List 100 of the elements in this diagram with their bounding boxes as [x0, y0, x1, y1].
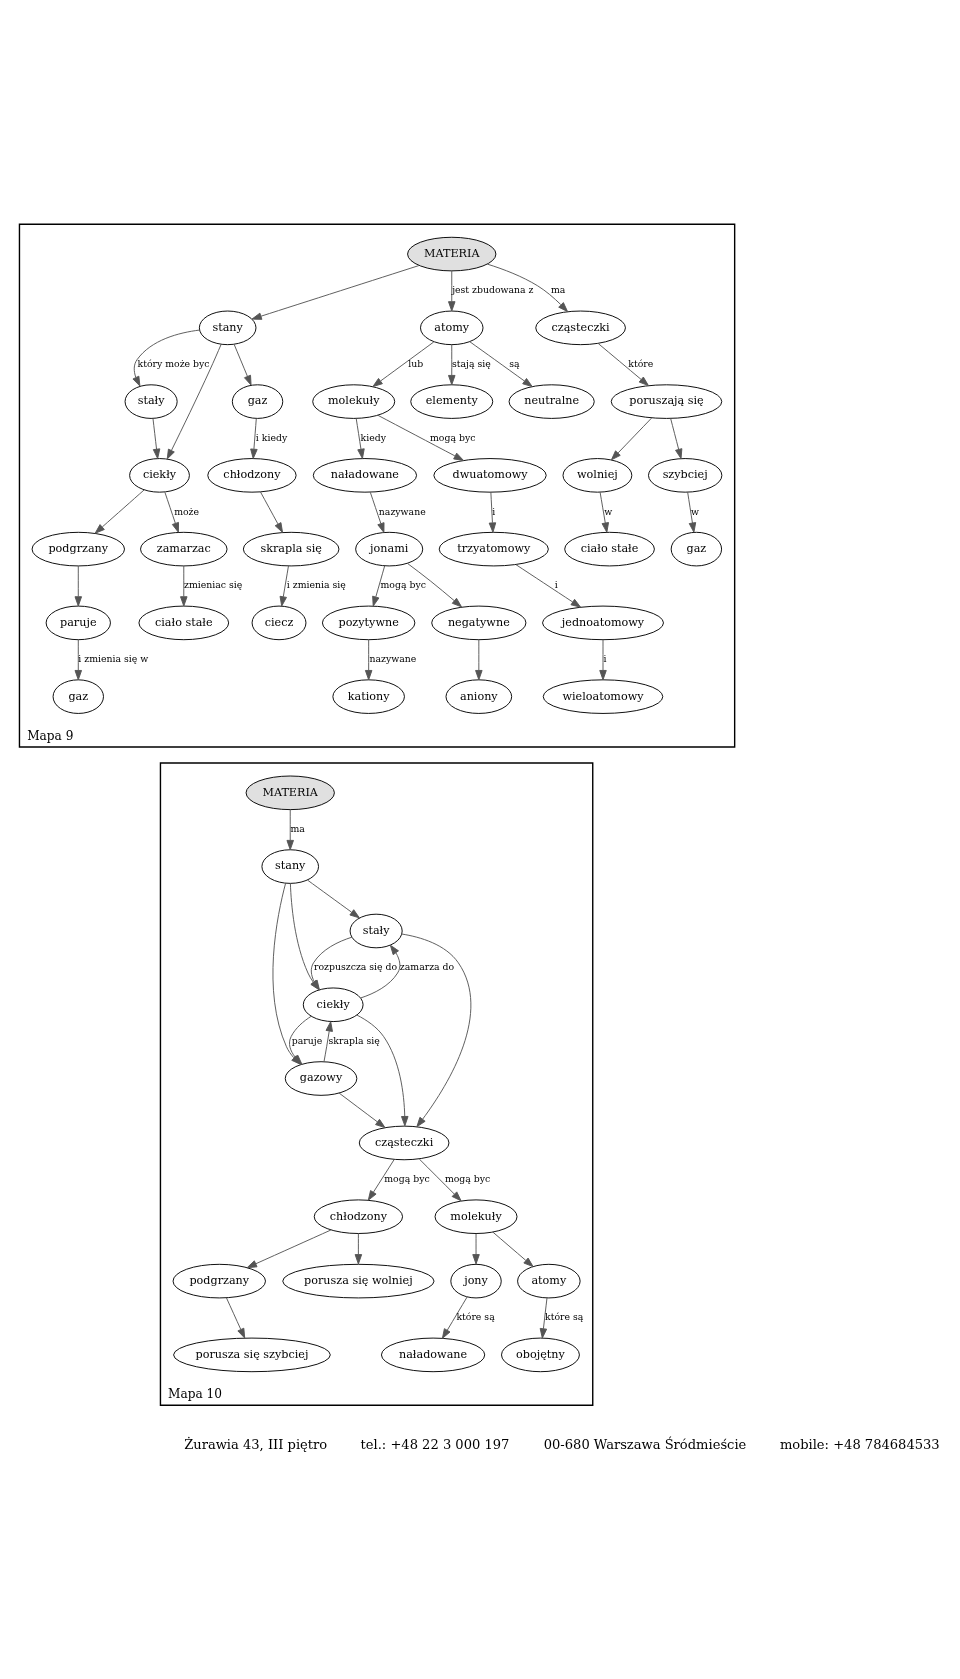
arrow: [233, 343, 252, 386]
node-ellipse: ciekły: [302, 987, 364, 1023]
edge-label: mogą byc: [380, 579, 426, 591]
arrow: [372, 341, 435, 388]
node-ellipse: aniony: [445, 679, 513, 714]
edge-label: i zmienia się: [286, 579, 346, 591]
arrow: [441, 1296, 468, 1339]
edge-label: jest zbudowana z: [452, 284, 534, 296]
arrow: [323, 1021, 333, 1063]
edge-label: mogą byc: [384, 1173, 430, 1185]
node-ellipse: molekuły: [312, 384, 396, 419]
arrow: [599, 639, 607, 681]
arrow: [472, 1233, 480, 1265]
arrow: [367, 1159, 395, 1201]
edge-label: nazywane: [369, 653, 417, 665]
arrow: [286, 809, 294, 851]
arrow: [670, 418, 683, 459]
arrow: [687, 491, 697, 533]
node-ellipse: naładowane: [380, 1337, 486, 1373]
edge-label: ma: [290, 823, 305, 835]
arrow: [74, 639, 82, 681]
node-ellipse: atomy: [517, 1263, 581, 1299]
edge-label: lub: [408, 358, 424, 370]
arrow: [599, 491, 609, 533]
arrow: [492, 1231, 534, 1268]
edge-label: które są: [545, 1311, 584, 1323]
node-ellipse: dwuatomowy: [433, 458, 547, 493]
edge-label: i kiedy: [255, 431, 288, 443]
node-ellipse: zamarzac: [140, 531, 228, 567]
arrow: [355, 418, 365, 459]
arrow: [166, 344, 222, 460]
arrow: [74, 565, 82, 607]
edge-label: mogą byc: [429, 431, 476, 443]
node-ellipse: ciekły: [129, 458, 190, 493]
edge-label: skrapla się: [328, 1034, 380, 1046]
node-ellipse: stany: [261, 849, 319, 884]
arrow: [180, 565, 188, 607]
node-ellipse: gazowy: [284, 1061, 358, 1096]
node-ellipse: poruszają się: [610, 384, 723, 419]
arrow: [260, 491, 283, 533]
arrow: [360, 944, 401, 999]
edge-label: kiedy: [360, 431, 387, 443]
arrow: [251, 265, 420, 320]
node-ellipse: wieloatomowy: [542, 679, 664, 714]
arrow: [250, 418, 258, 459]
edge-label: paruje: [291, 1034, 323, 1046]
node-ellipse: ciało stałe: [138, 605, 230, 641]
arrow: [372, 565, 386, 607]
node-ellipse: neutralne: [508, 384, 595, 419]
edge-label: w: [604, 505, 613, 517]
node-ellipse: MATERIA: [245, 775, 335, 811]
arrow: [152, 418, 161, 459]
arrow: [401, 933, 472, 1128]
node-ellipse: porusza się szybciej: [173, 1337, 331, 1373]
arrow: [488, 491, 497, 533]
arrow: [448, 270, 456, 312]
edge-label: może: [174, 505, 200, 517]
node-ellipse: stały: [124, 384, 178, 419]
edge-label: nazywane: [378, 505, 426, 517]
edge-label: zmieniac się: [184, 579, 243, 591]
node-ellipse: naładowane: [312, 458, 418, 493]
node-ellipse: jony: [450, 1263, 502, 1299]
edge-label: które: [628, 358, 654, 370]
arrow: [354, 1233, 363, 1265]
edge-label: mogą byc: [444, 1173, 491, 1185]
arrow: [307, 879, 360, 919]
edge-label: które są: [456, 1311, 495, 1323]
arrow: [610, 417, 652, 461]
arrow: [279, 565, 289, 607]
node-ellipse: chłodzony: [207, 458, 297, 493]
arrow: [539, 1297, 548, 1339]
edge-label: są: [509, 358, 520, 370]
node-ellipse: pozytywne: [321, 605, 416, 641]
edge-label: rozpuszcza się do: [313, 961, 398, 973]
arrow: [94, 489, 145, 534]
arrow: [448, 344, 456, 386]
label: 00-680 Warszawa Śródmieście: [543, 1436, 747, 1452]
node-ellipse: podgrzany: [31, 531, 125, 567]
arrow: [475, 639, 483, 681]
node-ellipse: gaz: [52, 679, 104, 714]
arrow: [364, 639, 373, 681]
edge-label: i: [492, 505, 496, 517]
node-ellipse: podgrzany: [172, 1263, 266, 1299]
node-ellipse: gaz: [670, 531, 723, 567]
edge-label: ma: [550, 284, 566, 296]
arrow: [418, 1158, 462, 1202]
edge-label: i: [554, 579, 558, 591]
node-ellipse: negatywne: [431, 605, 527, 641]
node-ellipse: stany: [198, 310, 257, 346]
arrow: [597, 343, 649, 386]
edge-label: i: [603, 653, 607, 665]
node-ellipse: elementy: [410, 384, 494, 419]
node-ellipse: kationy: [332, 679, 405, 714]
arrow: [226, 1297, 246, 1339]
node-ellipse: gaz: [231, 384, 284, 419]
arrow: [515, 564, 582, 608]
node-ellipse: porusza się wolniej: [282, 1263, 435, 1299]
edge-label: stają się: [451, 358, 491, 370]
node-ellipse: cząsteczki: [535, 310, 626, 346]
label: Żurawia 43, III piętro: [184, 1436, 328, 1452]
